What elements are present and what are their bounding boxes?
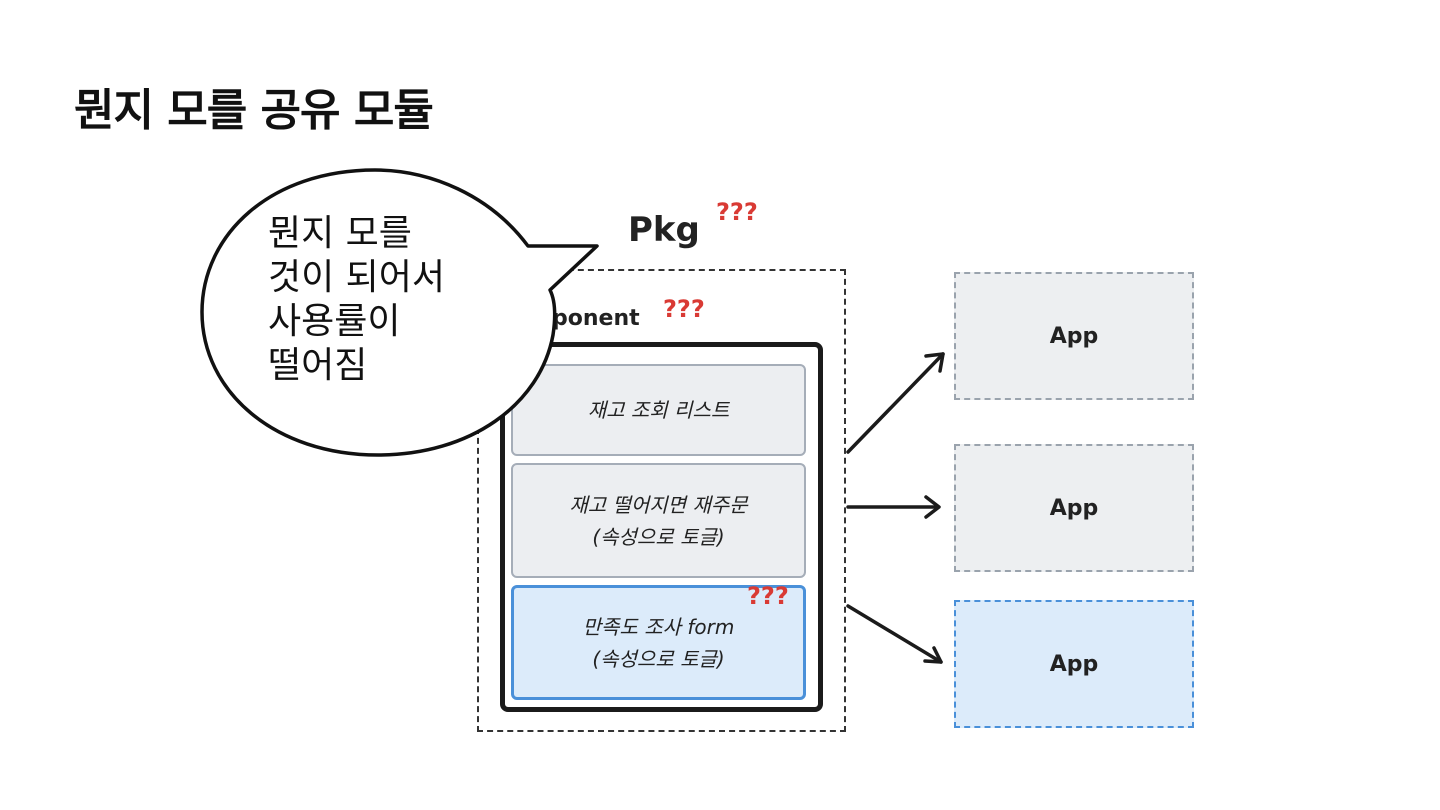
slide-title: 뭔지 모를 공유 모듈: [74, 85, 434, 136]
component-label: ponent: [552, 306, 640, 331]
bubble-line: 사용률이: [268, 301, 401, 342]
bubble-line: 뭔지 모를: [268, 213, 412, 254]
speech-bubble-text: 뭔지 모를 것이 되어서 사용률이 떨어짐: [268, 212, 508, 388]
pkg-question-marker: ???: [716, 198, 758, 226]
pkg-box: [477, 269, 846, 732]
app-box: App: [954, 272, 1194, 400]
item-line: (속성으로 토글): [592, 524, 725, 549]
bubble-line: 것이 되어서: [268, 257, 446, 298]
component-item-survey-form: 만족도 조사 form (속성으로 토글): [511, 585, 806, 700]
bubble-line: 떨어짐: [268, 345, 368, 386]
app-box: App: [954, 600, 1194, 728]
pkg-label: Pkg: [628, 210, 700, 250]
item-line: 재고 떨어지면 재주문: [569, 492, 748, 517]
survey-question-marker: ???: [747, 582, 789, 610]
app-box: App: [954, 444, 1194, 572]
item-line: 재고 조회 리스트: [587, 398, 730, 422]
item-line: 만족도 조사 form: [582, 614, 735, 639]
component-item-reorder: 재고 떨어지면 재주문 (속성으로 토글): [511, 463, 806, 578]
component-item-inventory-list: 재고 조회 리스트: [511, 364, 806, 456]
item-line: (속성으로 토글): [592, 646, 725, 671]
component-question-marker: ???: [663, 295, 705, 323]
